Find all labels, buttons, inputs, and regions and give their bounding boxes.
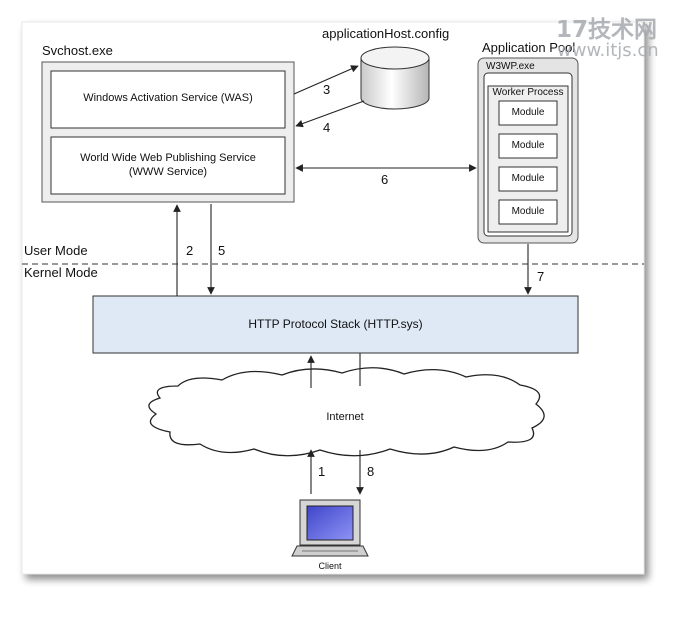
module-label: Module [511,173,545,184]
svchost-title: Svchost.exe [42,43,113,58]
client-computer-icon [291,499,369,557]
user-mode-label: User Mode [24,243,88,258]
was-label: Windows Activation Service (WAS) [83,92,253,104]
http-stack-box [92,295,579,354]
worker-process-label: Worker Process [492,87,564,98]
step-number: 5 [218,243,226,258]
module-box [498,100,558,126]
app-pool-title: Application Pool [482,40,576,55]
w3wp-label: W3WP.exe [486,61,535,72]
kernel-mode-label: Kernel Mode [24,265,98,280]
step-number: 2 [186,243,194,258]
internet-cloud [148,367,545,457]
step-number: 1 [318,464,326,479]
was-box [50,70,286,129]
www-service-box [50,136,286,195]
internet-label: Internet [326,411,364,423]
http-stack-label: HTTP Protocol Stack (HTTP.sys) [248,317,423,331]
step-number: 4 [323,120,331,135]
module-label: Module [511,206,545,217]
step-number: 7 [537,269,545,284]
client-label: Client [318,561,342,571]
module-box [498,133,558,159]
database-cylinder-icon [360,46,430,110]
module-box [498,166,558,192]
step-number: 3 [323,82,331,97]
watermark-url: www.itjs.cn [557,40,659,61]
config-title: applicationHost.config [322,26,450,41]
arrow-step-4 [295,100,365,128]
module-label: Module [511,140,545,151]
module-label: Module [511,107,545,118]
www-service-label: World Wide Web Publishing Service [80,152,256,164]
watermark-logo: 17技术网 [556,17,658,43]
www-service-sublabel: (WWW Service) [128,166,208,178]
step-number: 6 [381,172,389,187]
arrow-step-3 [293,65,359,95]
step-number: 8 [367,464,375,479]
module-box [498,199,558,225]
